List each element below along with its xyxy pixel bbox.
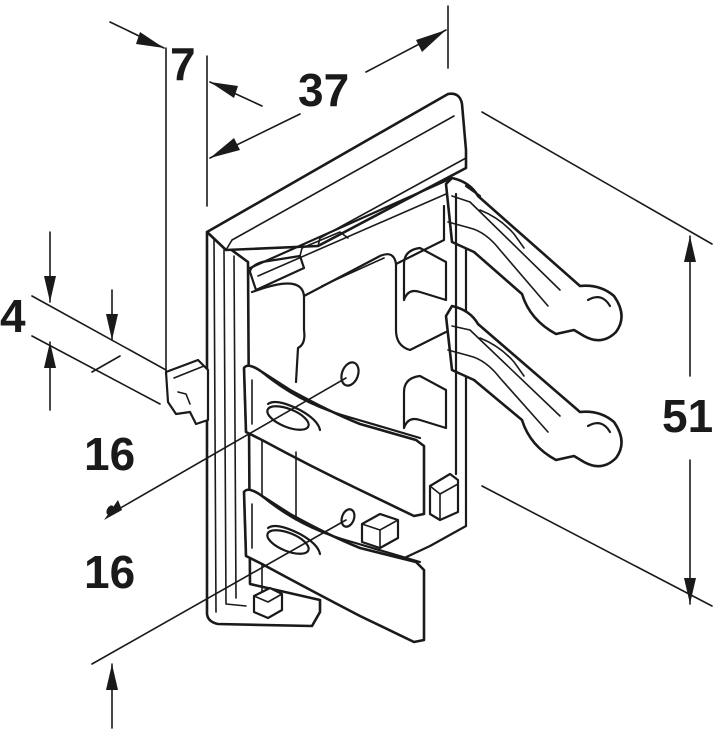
dimension-label-51: 51 [662, 390, 713, 442]
dimension-label-37: 37 [298, 64, 349, 116]
dimension-label-16-top: 16 [84, 428, 135, 480]
bracket-part [164, 92, 623, 644]
dimension-label-16-bottom: 16 [84, 546, 135, 598]
dimension-lines [31, 5, 713, 729]
dimension-label-4: 4 [0, 290, 26, 342]
dimension-label-7: 7 [170, 38, 196, 90]
